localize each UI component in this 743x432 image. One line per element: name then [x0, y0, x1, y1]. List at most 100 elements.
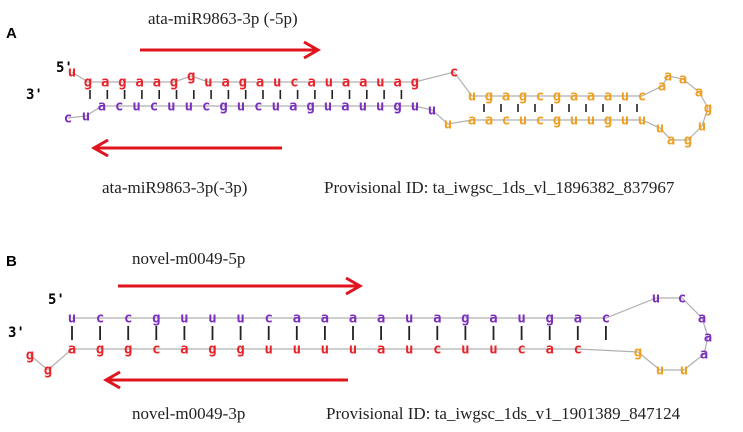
hairpin-a-nucleotide: u	[519, 112, 527, 128]
hairpin-b-nucleotide: u	[656, 362, 664, 378]
hairpin-a-nucleotide: u	[638, 112, 646, 128]
hairpin-a-nucleotide: a	[658, 78, 666, 94]
hairpin-b-nucleotide: a	[704, 329, 712, 345]
hairpin-a-nucleotide: a	[570, 88, 578, 104]
hairpin-b-nucleotide: u	[517, 310, 525, 326]
hairpin-b-backbone	[29, 297, 709, 371]
hairpin-b-nucleotide: u	[236, 310, 244, 326]
hairpin-a-nucleotide: g	[485, 88, 493, 104]
hairpin-b-nucleotide: g	[634, 344, 642, 360]
panel-a-3prime-label: 3'	[26, 87, 43, 103]
panel-a-5prime-label: 5'	[56, 60, 73, 76]
hairpin-a-nucleotide: a	[664, 68, 672, 84]
hairpin-b-nucleotide: u	[208, 310, 216, 326]
hairpin-b-nucleotide: g	[461, 310, 469, 326]
hairpin-a-nucleotide: c	[536, 112, 544, 128]
hairpin-a-nucleotide: a	[153, 74, 161, 90]
hairpin-a-nucleotide: u	[376, 98, 384, 114]
hairpin-a-nucleotide: u	[570, 112, 578, 128]
hairpin-a-nucleotide: g	[393, 98, 401, 114]
hairpin-a-nucleotide: a	[393, 74, 401, 90]
hairpin-a-nucleotide: c	[536, 88, 544, 104]
hairpin-a-nucleotide: u	[621, 88, 629, 104]
hairpin-b-nucleotide: a	[377, 310, 385, 326]
hairpin-a-nucleotide: u	[324, 98, 332, 114]
hairpin-b-nucleotide: g	[124, 341, 132, 357]
hairpin-a-nucleotide: u	[82, 108, 90, 124]
hairpin-a-nucleotide: u	[621, 112, 629, 128]
hairpin-a-nucleotide: u	[411, 98, 419, 114]
hairpin-b-nucleotide: u	[321, 341, 329, 357]
hairpin-a-nucleotide: g	[84, 74, 92, 90]
hairpin-a-nucleotide: a	[307, 74, 315, 90]
hairpin-a-nucleotide: g	[604, 112, 612, 128]
hairpin-a-nucleotide: a	[695, 84, 703, 100]
hairpin-b-nucleotide: a	[349, 310, 357, 326]
hairpin-b-nucleotide: c	[602, 310, 610, 326]
hairpin-b-nucleotide: u	[180, 310, 188, 326]
hairpin-a-nucleotide: g	[704, 100, 712, 116]
hairpin-a-nucleotide: u	[444, 116, 452, 132]
hairpin-b-nucleotide: u	[405, 341, 413, 357]
panel-b-arrow-bottom	[102, 370, 348, 390]
hairpin-a-nucleotide: u	[237, 98, 245, 114]
panel-b-provisional-id: Provisional ID: ta_iwgsc_1ds_v1_1901389_…	[326, 404, 681, 423]
hairpin-a-nucleotide: u	[587, 112, 595, 128]
panel-b-5prime-label: 5'	[48, 292, 65, 308]
hairpin-a-nucleotide: u	[468, 88, 476, 104]
hairpin-a-nucleotide: a	[667, 132, 675, 148]
hairpin-a-nucleotide: a	[502, 88, 510, 104]
hairpin-a-nucleotide: u	[132, 98, 140, 114]
hairpin-a-nucleotide: g	[411, 74, 419, 90]
hairpin-a-nucleotide: a	[135, 74, 143, 90]
hairpin-a-nucleotide: a	[587, 88, 595, 104]
hairpin-b-nucleotide: u	[68, 310, 76, 326]
hairpin-a-nucleotide: a	[98, 98, 106, 114]
hairpin-a-nucleotide: c	[290, 74, 298, 90]
hairpin-a-nucleotide: u	[273, 74, 281, 90]
hairpin-a-nucleotide: a	[341, 98, 349, 114]
hairpin-a-nucleotide: u	[68, 64, 76, 80]
hairpin-a-nucleotide: g	[684, 132, 692, 148]
hairpin-a-nucleotide: g	[519, 88, 527, 104]
hairpin-a-nucleotide: u	[359, 98, 367, 114]
hairpin-a-nucleotide: c	[64, 110, 72, 126]
hairpin-b-nucleotide: c	[678, 290, 686, 306]
panel-b-arrow-top	[118, 276, 364, 296]
hairpin-b-nucleotide: c	[574, 341, 582, 357]
hairpin-a-nucleotide: a	[256, 74, 264, 90]
panel-a-arrow-top	[140, 40, 322, 60]
hairpin-b-nucleotide: c	[433, 341, 441, 357]
hairpin-a-nucleotide: u	[698, 118, 706, 134]
hairpin-a-nucleotide: u	[376, 74, 384, 90]
hairpin-b-nucleotide: a	[377, 341, 385, 357]
hairpin-a-nucleotide: u	[428, 102, 436, 118]
hairpin-a-nucleotide: a	[468, 112, 476, 128]
hairpin-a-nucleotide: a	[342, 74, 350, 90]
hairpin-b-nucleotide: c	[96, 310, 104, 326]
hairpin-b-nucleotide: u	[461, 341, 469, 357]
hairpin-b-nucleotide: g	[26, 347, 34, 363]
hairpin-a-nucleotide: g	[219, 98, 227, 114]
hairpin-a-nucleotide: c	[202, 98, 210, 114]
hairpin-b-nucleotide: a	[68, 341, 76, 357]
hairpin-b-nucleotide: a	[433, 310, 441, 326]
hairpin-b-nucleotide: g	[208, 341, 216, 357]
panel-b-letter: B	[6, 253, 17, 270]
hairpin-b-nucleotide: u	[349, 341, 357, 357]
hairpin-b-nucleotide: a	[293, 310, 301, 326]
hairpin-b-nucleotide: g	[152, 310, 160, 326]
hairpin-a-nucleotide: g	[170, 74, 178, 90]
hairpin-a-nucleotide: c	[502, 112, 510, 128]
panel-b-arrow-top-label: novel-m0049-5p	[132, 249, 245, 268]
hairpin-a-nucleotide: g	[553, 112, 561, 128]
panel-a-provisional-id: Provisional ID: ta_iwgsc_1ds_vl_1896382_…	[324, 178, 675, 197]
hairpin-a-nucleotide: u	[204, 74, 212, 90]
hairpin-b-nucleotide: c	[152, 341, 160, 357]
panel-a-arrow-top-label: ata-miR9863-3p (-5p)	[148, 9, 298, 28]
hairpin-a-nucleotide: a	[359, 74, 367, 90]
hairpin-a-nucleotide: g	[118, 74, 126, 90]
